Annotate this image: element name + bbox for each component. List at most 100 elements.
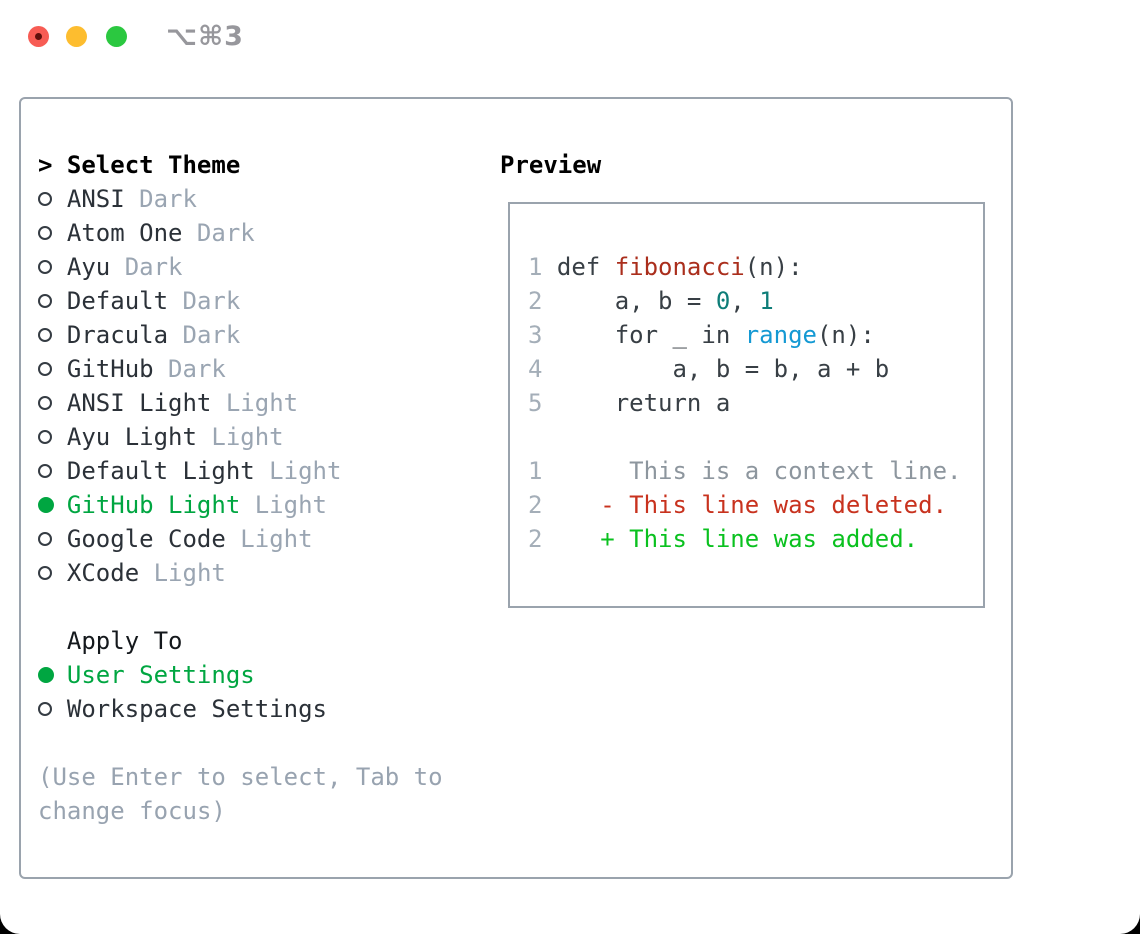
apply-to-header: Apply To xyxy=(38,624,443,658)
option-variant-label: Light xyxy=(211,389,299,417)
radio-icon xyxy=(38,667,54,683)
preview-code-line: 4 a, b = b, a + b xyxy=(528,352,983,386)
option-label: XCode xyxy=(66,559,140,587)
line-text: for _ in range(n): xyxy=(556,321,875,349)
option-variant-label: Light xyxy=(240,491,327,519)
line-text: + This line was added. xyxy=(556,525,919,553)
apply-to-title: Apply To xyxy=(66,627,183,655)
option-variant-label: Light xyxy=(196,423,284,451)
option-label: Workspace Settings xyxy=(66,695,327,723)
titlebar: ⌥⌘3 xyxy=(0,0,1140,97)
radio-icon xyxy=(38,566,52,580)
line-number: 5 xyxy=(528,389,543,417)
option-label: Default xyxy=(66,287,169,315)
radio-icon xyxy=(38,260,52,274)
radio-icon xyxy=(38,396,52,410)
theme-option-default[interactable]: Default Dark xyxy=(38,284,443,318)
option-variant-label: Dark xyxy=(168,287,241,315)
option-label: Atom One xyxy=(66,219,183,247)
radio-icon xyxy=(38,362,52,376)
theme-option-xcode[interactable]: XCode Light xyxy=(38,556,443,590)
line-text: def fibonacci(n): xyxy=(556,253,803,281)
radio-icon xyxy=(38,430,52,444)
radio-icon xyxy=(38,532,52,546)
preview-code-line: 1 This is a context line. xyxy=(528,454,983,488)
radio-icon xyxy=(38,294,52,308)
minimize-button[interactable] xyxy=(66,26,87,47)
option-label: Ayu Light xyxy=(66,423,197,451)
radio-icon xyxy=(38,464,52,478)
preview-code-line: 5 return a xyxy=(528,386,983,420)
line-number: 2 xyxy=(528,287,543,315)
option-variant-label: Dark xyxy=(124,185,197,213)
theme-option-google-code[interactable]: Google Code Light xyxy=(38,522,443,556)
line-text: return a xyxy=(556,389,731,417)
spacer-row xyxy=(38,590,443,624)
option-label: Dracula xyxy=(66,321,169,349)
select-theme-header: >Select Theme xyxy=(38,148,443,182)
option-label: ANSI xyxy=(66,185,125,213)
select-theme-title: Select Theme xyxy=(66,151,241,179)
option-variant-label: Dark xyxy=(168,321,241,349)
option-variant-label: Dark xyxy=(153,355,226,383)
option-variant-label: Dark xyxy=(182,219,255,247)
preview-code-line: 2 + This line was added. xyxy=(528,522,983,556)
theme-option-ayu[interactable]: Ayu Dark xyxy=(38,250,443,284)
close-button[interactable] xyxy=(28,26,49,47)
theme-option-ayu-light[interactable]: Ayu Light Light xyxy=(38,420,443,454)
option-label: User Settings xyxy=(66,661,255,689)
theme-option-ansi[interactable]: ANSI Dark xyxy=(38,182,443,216)
line-text: a, b = 0, 1 xyxy=(556,287,774,315)
theme-option-default-light[interactable]: Default Light Light xyxy=(38,454,443,488)
option-label: Ayu xyxy=(66,253,111,281)
theme-option-atom-one[interactable]: Atom One Dark xyxy=(38,216,443,250)
line-number: 1 xyxy=(528,253,543,281)
apply-option-workspace-settings[interactable]: Workspace Settings xyxy=(38,692,443,726)
preview-title: Preview xyxy=(500,151,602,179)
radio-icon xyxy=(38,192,52,206)
preview-code-line: 1 def fibonacci(n): xyxy=(528,250,983,284)
option-variant-label: Light xyxy=(225,525,313,553)
apply-option-user-settings[interactable]: User Settings xyxy=(38,658,443,692)
spacer-row xyxy=(38,726,443,760)
preview-code-line: 2 a, b = 0, 1 xyxy=(528,284,983,318)
line-text: This is a context line. xyxy=(556,457,962,485)
option-label: Default Light xyxy=(66,457,255,485)
line-text: a, b = b, a + b xyxy=(556,355,890,383)
preview-code-line xyxy=(528,420,983,454)
theme-option-dracula[interactable]: Dracula Dark xyxy=(38,318,443,352)
preview-code-line: 3 for _ in range(n): xyxy=(528,318,983,352)
option-variant-label: Light xyxy=(254,457,342,485)
help-text-line: (Use Enter to select, Tab to xyxy=(38,763,443,791)
radio-icon xyxy=(38,328,52,342)
zoom-button[interactable] xyxy=(106,26,127,47)
theme-option-github-light[interactable]: GitHub Light Light xyxy=(38,488,443,522)
line-number: 1 xyxy=(528,457,543,485)
close-dot-icon xyxy=(35,33,42,40)
option-variant-label: Dark xyxy=(110,253,183,281)
radio-icon xyxy=(38,497,54,513)
radio-icon xyxy=(38,702,52,716)
option-label: ANSI Light xyxy=(66,389,212,417)
help-text: (Use Enter to select, Tab to change focus… xyxy=(38,760,443,828)
theme-option-ansi-light[interactable]: ANSI Light Light xyxy=(38,386,443,420)
line-text: - This line was deleted. xyxy=(556,491,948,519)
radio-icon xyxy=(38,226,52,240)
line-number: 2 xyxy=(528,525,543,553)
line-number: 2 xyxy=(528,491,543,519)
option-variant-label: Light xyxy=(139,559,226,587)
theme-option-github[interactable]: GitHub Dark xyxy=(38,352,443,386)
line-number: 4 xyxy=(528,355,543,383)
preview-code-line: 2 - This line was deleted. xyxy=(528,488,983,522)
help-text-line: change focus) xyxy=(38,797,226,825)
option-label: GitHub Light xyxy=(66,491,241,519)
window-shortcut-label: ⌥⌘3 xyxy=(166,21,244,52)
